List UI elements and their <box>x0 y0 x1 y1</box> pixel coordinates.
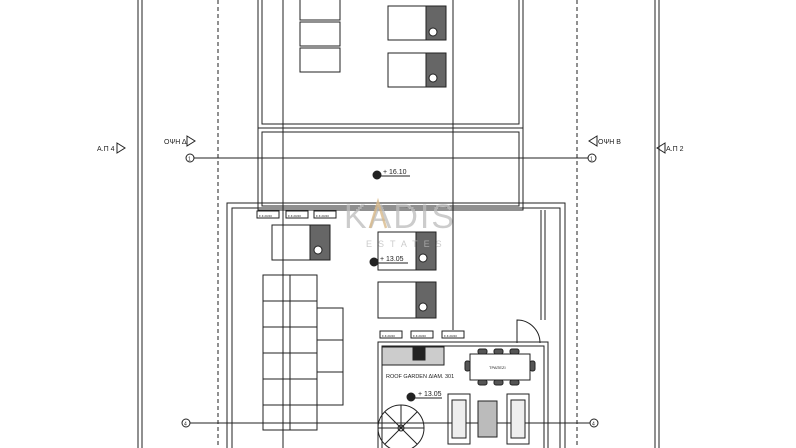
door-swing <box>516 319 541 344</box>
axis-bubble-top-left: 1 <box>188 157 191 163</box>
level-upper-roof: + 16.10 <box>383 169 407 176</box>
label-ap4: Α.Π 4 <box>97 146 115 153</box>
label-ap2: Α.Π 2 <box>666 146 684 153</box>
spiral-staircase <box>377 404 425 448</box>
dining-table <box>464 348 536 386</box>
unit-tag: Σ.Σ.20/40 <box>288 214 301 218</box>
level-roof-garden: + 13.05 <box>418 391 442 398</box>
unit-tag: Σ.Σ.20/40 <box>259 214 272 218</box>
lounge-set <box>447 393 530 445</box>
arrow-opsi-d <box>186 135 196 147</box>
unit-tag: Σ.Σ.20/40 <box>444 334 457 338</box>
arrow-ap4 <box>116 142 126 154</box>
svg-text:ESTATES: ESTATES <box>366 239 448 249</box>
watermark-logo: KADIS ESTATES <box>344 197 456 249</box>
level-terrace: + 13.05 <box>380 256 404 263</box>
solar-panels-upper <box>299 0 341 73</box>
label-opsi-b: ΟΨΗ Β <box>598 139 621 146</box>
sun-loungers-upper <box>387 5 447 88</box>
unit-tag: Σ.Σ.20/40 <box>316 214 329 218</box>
axis-bubble-bottom-right: 4 <box>592 422 595 428</box>
axis-bubble-bottom-left: 4 <box>184 422 187 428</box>
roof-band <box>257 127 524 211</box>
sun-loungers-lower <box>271 224 437 319</box>
solar-panels-lower <box>262 274 344 431</box>
arrow-ap2 <box>656 142 666 154</box>
svg-text:KADIS: KADIS <box>344 198 456 236</box>
room-label: ROOF GARDEN ΔΙΑΜ. 301 <box>386 374 454 380</box>
arrow-opsi-b <box>588 135 598 147</box>
label-opsi-d: ΟΨΗ Δ <box>164 139 187 146</box>
unit-tag: Σ.Σ.20/40 <box>382 334 395 338</box>
unit-tag: Σ.Σ.20/40 <box>413 334 426 338</box>
unit-tags <box>256 210 465 339</box>
table-label: ΤΡΑΠΕΖΙ <box>489 365 506 370</box>
axis-bubble-top-right: 1 <box>590 157 593 163</box>
roof-garden-room <box>377 341 549 448</box>
upper-roof <box>257 0 524 129</box>
terrace-outline <box>226 202 566 448</box>
